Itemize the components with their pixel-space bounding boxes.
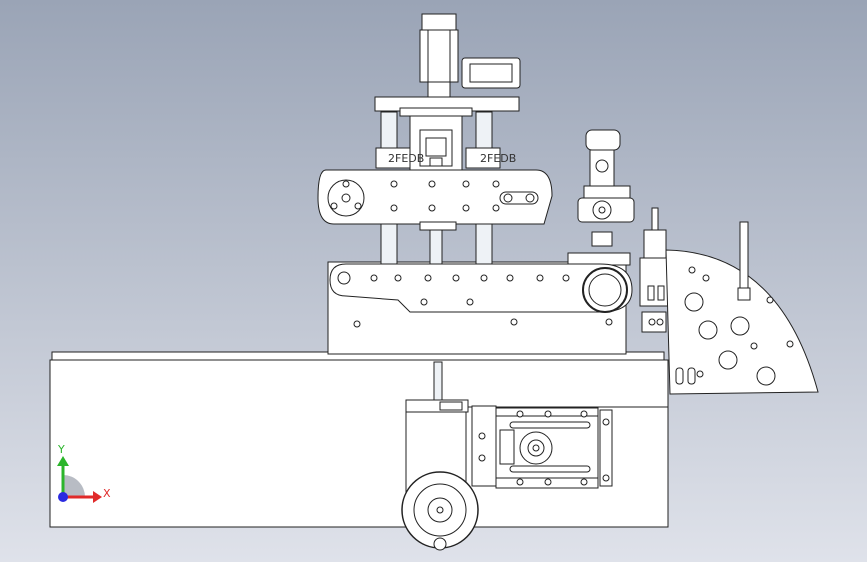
- x-arrowhead-icon: [93, 491, 102, 503]
- bearing-collars[interactable]: [375, 147, 501, 169]
- collar-logo-left: 2FEDB: [388, 152, 424, 165]
- axis-triad[interactable]: Y X: [57, 443, 111, 503]
- triad-quadrant: [63, 475, 85, 497]
- slotted-plate[interactable]: [471, 405, 613, 489]
- display-box[interactable]: [461, 57, 521, 89]
- drive-wheel[interactable]: [401, 471, 479, 551]
- y-arrowhead-icon: [57, 456, 69, 466]
- upper-arm[interactable]: [317, 169, 553, 231]
- lower-arm[interactable]: [329, 263, 633, 313]
- servo-motor[interactable]: [419, 13, 459, 99]
- collar-logo-right: 2FEDB: [480, 152, 516, 165]
- sector-plate[interactable]: [665, 221, 819, 395]
- z-axis-dot: [58, 492, 68, 502]
- sensor-head[interactable]: [577, 129, 635, 247]
- x-axis-label: X: [103, 487, 111, 500]
- y-axis-label: Y: [57, 443, 65, 456]
- clamp-block[interactable]: [409, 115, 463, 173]
